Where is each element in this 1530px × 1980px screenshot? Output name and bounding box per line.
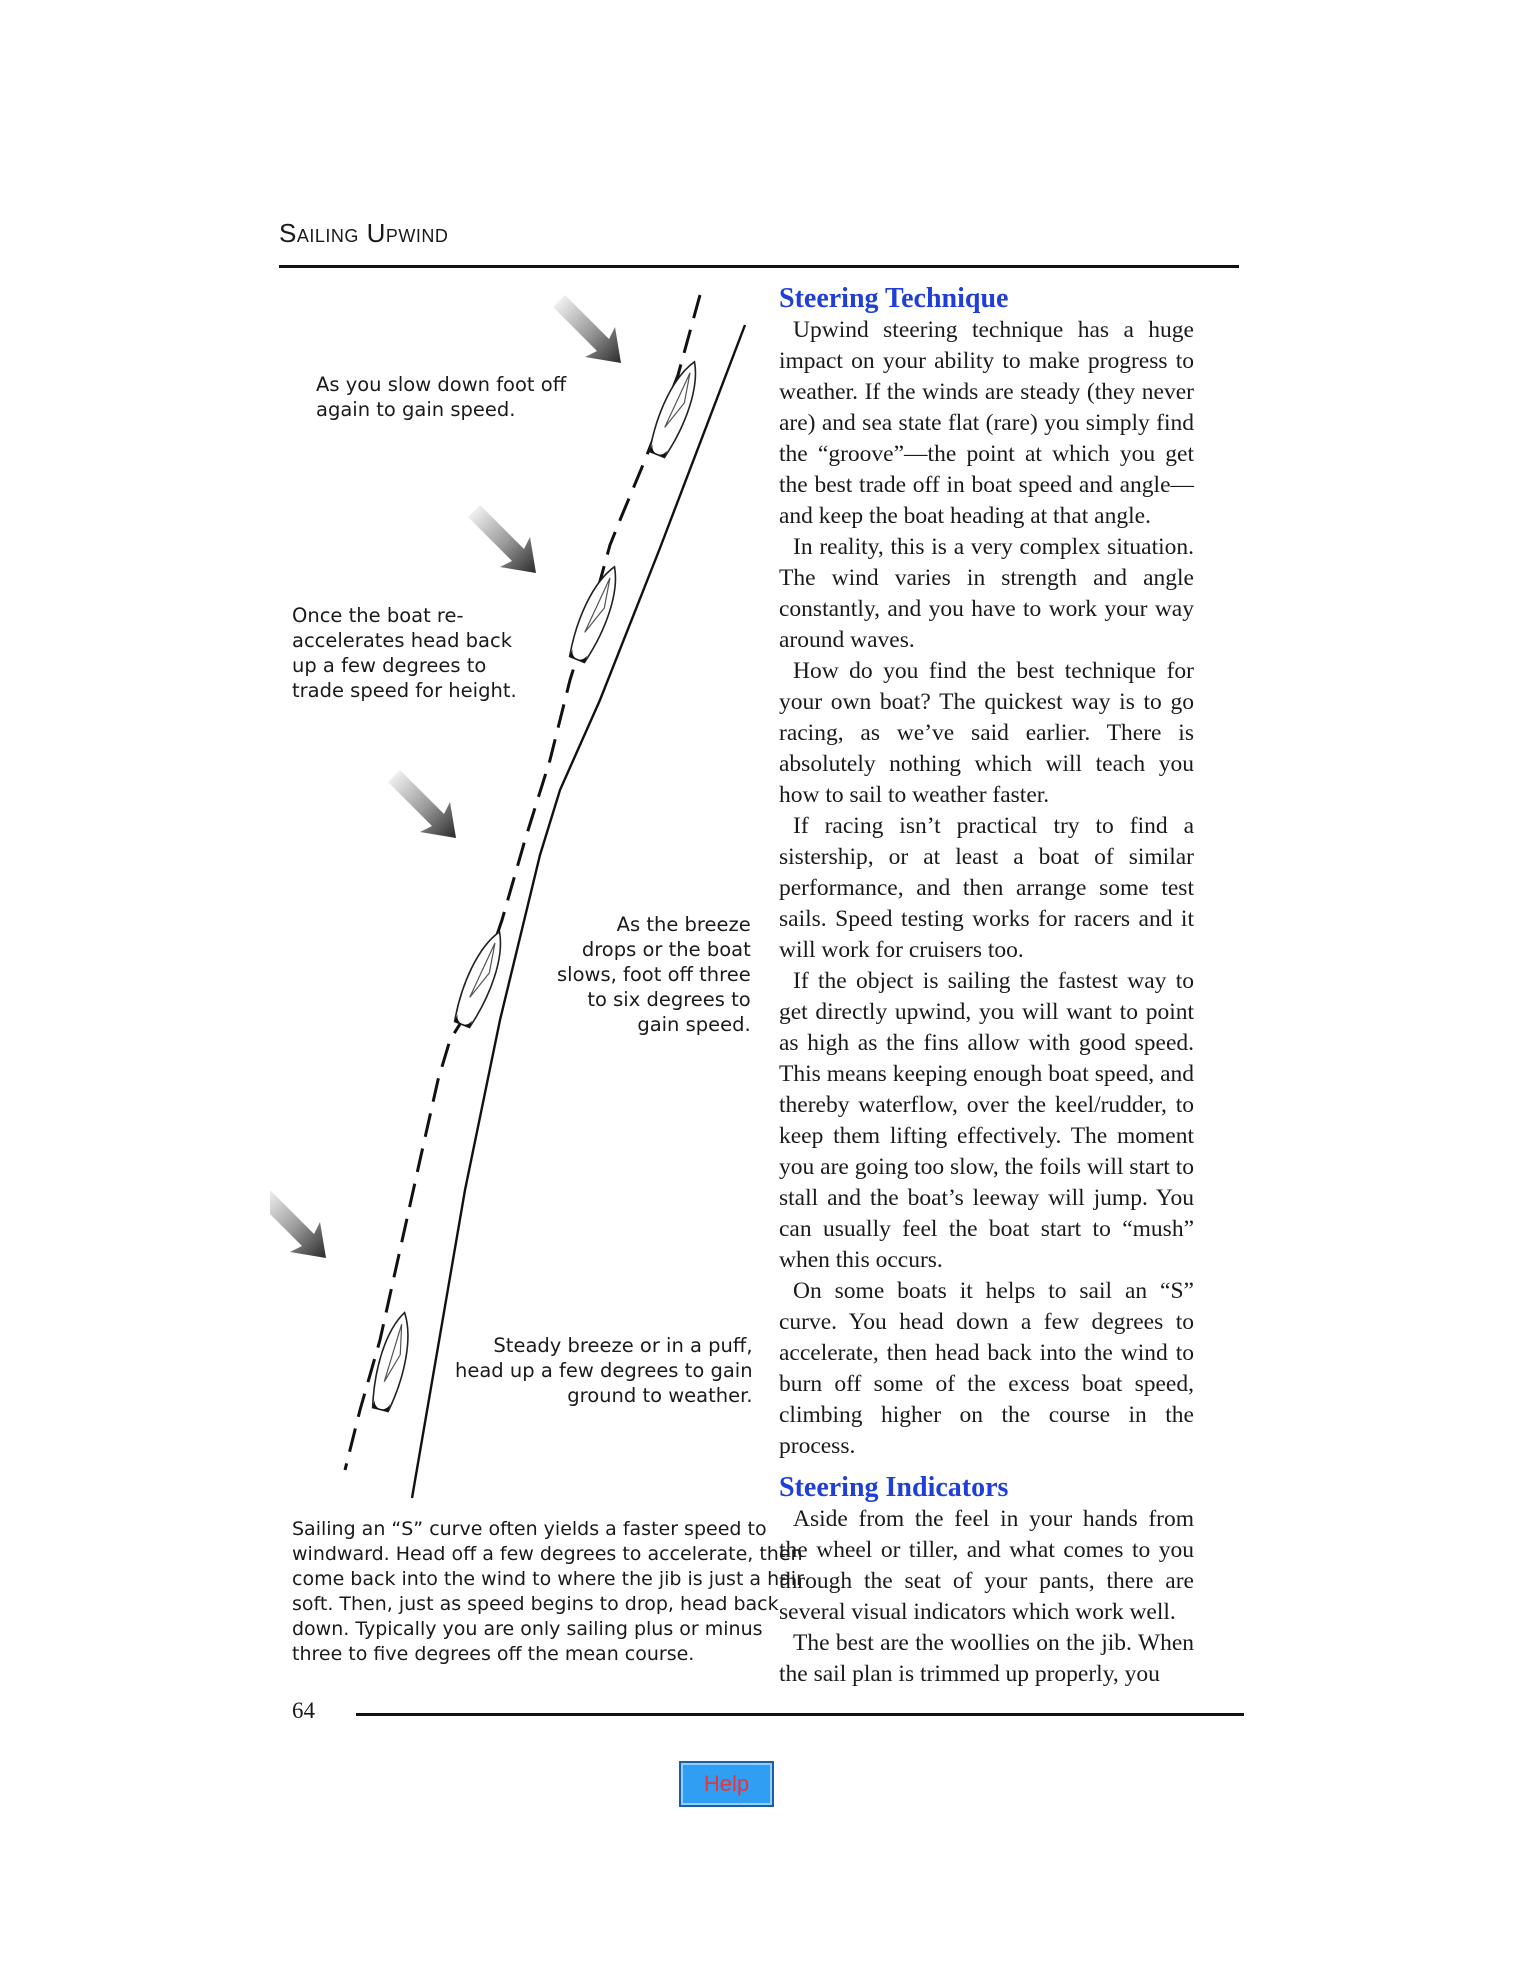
paragraph: On some boats it helps to sail an “S” cu… <box>779 1278 1194 1459</box>
figure-caption: Sailing an “S” curve often yields a fast… <box>292 1518 804 1665</box>
caption-head-up: Once the boat re- accelerates head back … <box>292 604 517 702</box>
paragraph: In reality, this is a very complex situa… <box>779 534 1194 653</box>
wind-arrow-icon <box>270 1190 326 1258</box>
sailboat-icon <box>644 356 708 461</box>
paragraph: Aside from the feel in your hands from t… <box>779 1506 1194 1625</box>
paragraph: How do you find the best technique for y… <box>779 658 1194 808</box>
caption-steady-breeze: Steady breeze or in a puff, head up a fe… <box>455 1334 753 1407</box>
s-curve-path <box>343 294 702 1471</box>
wind-arrow-icon <box>388 770 456 838</box>
paragraph: If racing isn’t practical try to find a … <box>779 813 1194 963</box>
body-text-column: Steering Technique Upwind steering techn… <box>779 283 1194 1690</box>
paragraph: Upwind steering technique has a huge imp… <box>779 317 1194 529</box>
caption-foot-off: As you slow down foot off again to gain … <box>316 373 567 421</box>
s-curve-illustration <box>270 294 747 1499</box>
paragraph: If the object is sailing the fastest way… <box>779 968 1194 1273</box>
sailboat-icon <box>564 561 628 666</box>
section-heading-steering-indicators: Steering Indicators <box>779 1472 1009 1503</box>
mean-course-line <box>410 324 747 1499</box>
help-button[interactable]: Help <box>679 1761 774 1807</box>
section-heading-steering-technique: Steering Technique <box>779 283 1009 314</box>
wind-arrow-icon <box>553 295 621 363</box>
paragraph: The best are the woollies on the jib. Wh… <box>779 1630 1194 1687</box>
caption-breeze-drops: As the breeze drops or the boat slows, f… <box>557 913 751 1036</box>
page-number: 64 <box>292 1698 315 1723</box>
header-rule <box>279 265 1239 268</box>
page-header-title: Sailing Upwind <box>279 218 449 248</box>
wind-arrow-icon <box>468 505 536 573</box>
footer-rule <box>356 1713 1244 1716</box>
